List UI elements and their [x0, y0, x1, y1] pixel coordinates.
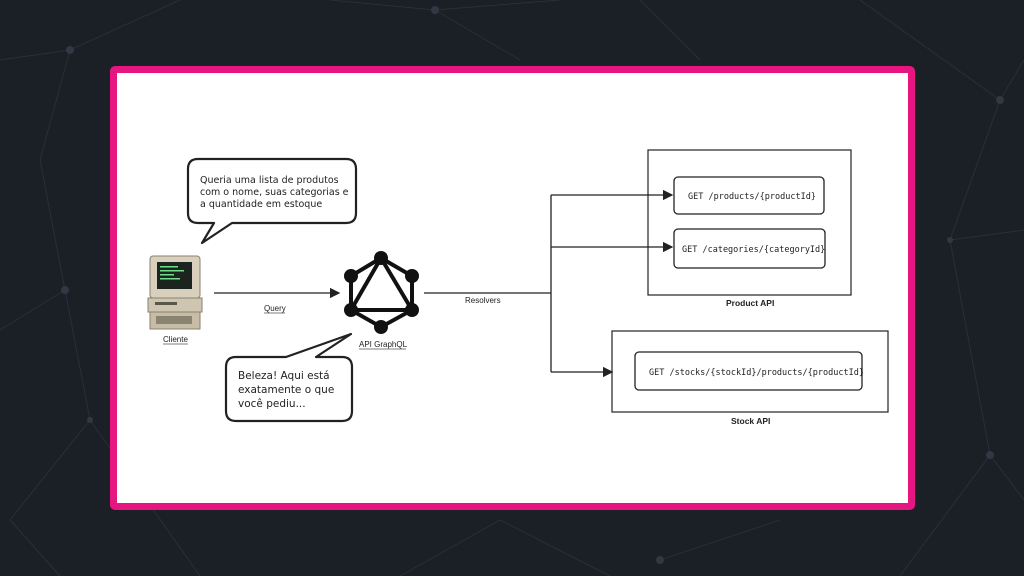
endpoint-stocks: GET /stocks/{stockId}/products/{productI…: [649, 368, 864, 378]
response-bubble-line: Beleza! Aqui está: [238, 370, 330, 382]
slide-frame: [110, 66, 915, 510]
product-api-box: GET /products/{productId} GET /categorie…: [647, 149, 852, 296]
stock-api-box: GET /stocks/{stockId}/products/{productI…: [611, 330, 889, 413]
response-bubble-line: exatamente o que: [238, 384, 334, 396]
query-label: Query: [264, 304, 286, 313]
client-speech-bubble: Queria uma lista de produtos com o nome,…: [186, 157, 358, 245]
graphql-label: API GraphQL: [359, 340, 408, 349]
response-bubble-line: você pediu...: [238, 398, 306, 410]
client-bubble-line: Queria uma lista de produtos: [200, 175, 339, 186]
endpoint-categories: GET /categories/{categoryId}: [682, 245, 825, 255]
endpoint-products: GET /products/{productId}: [688, 192, 816, 202]
client-label: Cliente: [163, 335, 188, 344]
product-api-title: Product API: [726, 298, 774, 308]
response-speech-bubble: Beleza! Aqui está exatamente o que você …: [224, 332, 354, 423]
client-bubble-line: com o nome, suas categorias e: [200, 187, 349, 198]
computer-icon: [147, 255, 203, 330]
graphql-logo-icon: [344, 251, 419, 334]
client-bubble-line: a quantidade em estoque: [200, 199, 322, 210]
resolvers-connector: [424, 189, 674, 378]
stock-api-title: Stock API: [731, 416, 770, 426]
resolvers-label: Resolvers: [465, 296, 501, 305]
